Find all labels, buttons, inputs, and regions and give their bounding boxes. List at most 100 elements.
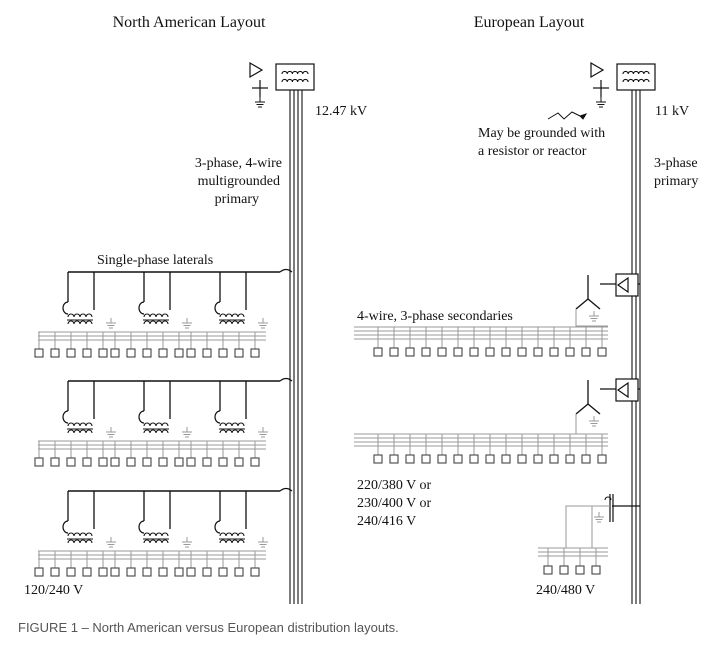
- na-fuse-loop: [214, 301, 221, 315]
- na-meter-box: [186, 348, 196, 358]
- na-meter-box: [126, 348, 136, 358]
- eu-meter-box: [533, 454, 543, 464]
- na-transformer-ground-icon: [182, 537, 192, 548]
- na-meter-box: [234, 457, 244, 467]
- na-meter-box: [126, 457, 136, 467]
- na-layout-drawing: [34, 61, 315, 604]
- na-transformer-primary-coil: [67, 422, 93, 427]
- eu-meter-box: [543, 565, 553, 575]
- na-meter-box: [98, 348, 108, 358]
- eu-annotation-arrowhead: [579, 113, 588, 120]
- eu-meter-box: [533, 347, 543, 357]
- eu-meter-box: [421, 347, 431, 357]
- na-meter-box: [250, 348, 260, 358]
- na-meter-box: [82, 348, 92, 358]
- na-meter-box: [110, 457, 120, 467]
- eu-meter-box: [565, 454, 575, 464]
- na-meter-box: [34, 348, 44, 358]
- na-meter-box: [218, 457, 228, 467]
- eu-source-triangle: [590, 61, 605, 79]
- eu-meter-box: [389, 347, 399, 357]
- na-transformer-ground-icon: [106, 318, 116, 329]
- eu-small-coil: [604, 496, 612, 501]
- na-transformer-secondary-coil: [67, 429, 93, 434]
- eu-meter-box: [591, 565, 601, 575]
- na-meter-box: [174, 348, 184, 358]
- na-transformer-primary-coil: [143, 422, 169, 427]
- transformer-coil-bottom: [622, 78, 650, 83]
- na-fuse-loop: [62, 520, 69, 534]
- na-transformer-secondary-coil: [219, 320, 245, 325]
- na-meter-box: [50, 567, 60, 577]
- eu-meter-box: [453, 454, 463, 464]
- na-transformer-primary-coil: [219, 313, 245, 318]
- na-meter-box: [218, 348, 228, 358]
- na-transformer-ground-icon: [182, 427, 192, 438]
- na-transformer-secondary-coil: [143, 429, 169, 434]
- na-meter-box: [126, 567, 136, 577]
- eu-secondaries-label: 4-wire, 3-phase secondaries: [357, 309, 513, 324]
- eu-small-secondary-feed: [565, 505, 610, 548]
- na-transformer-secondary-coil: [219, 539, 245, 544]
- na-transformer-ground-icon: [182, 318, 192, 329]
- eu-wye-ground-icon: [589, 311, 599, 322]
- eu-meter-box: [597, 454, 607, 464]
- transformer-coil-top: [281, 70, 309, 75]
- na-transformer-primary-coil: [219, 422, 245, 427]
- na-lateral-tap: [279, 268, 293, 273]
- eu-substation: [616, 63, 656, 91]
- na-title: North American Layout: [113, 14, 266, 31]
- na-meter-box: [66, 348, 76, 358]
- eu-delta-symbol: [616, 276, 629, 294]
- na-meter-box: [110, 567, 120, 577]
- eu-meter-box: [549, 347, 559, 357]
- na-transformer-ground-icon: [258, 537, 268, 548]
- eu-meter-box: [517, 347, 527, 357]
- na-lateral-tap: [279, 377, 293, 382]
- transformer-coil-bottom: [281, 78, 309, 83]
- na-meter-box: [174, 457, 184, 467]
- eu-meter-box: [405, 347, 415, 357]
- na-laterals-label: Single-phase laterals: [97, 253, 213, 268]
- eu-meter-box: [469, 454, 479, 464]
- na-transformer-primary-coil: [67, 313, 93, 318]
- na-transformer-ground-icon: [258, 318, 268, 329]
- transformer-box: [616, 63, 656, 91]
- eu-meter-box: [581, 347, 591, 357]
- na-meter-box: [202, 348, 212, 358]
- na-meter-box: [66, 567, 76, 577]
- eu-meter-box: [501, 454, 511, 464]
- na-meter-box: [234, 348, 244, 358]
- na-meter-box: [98, 567, 108, 577]
- eu-voltage-option-1: 220/380 V or: [357, 478, 431, 493]
- na-transformer-secondary-coil: [143, 539, 169, 544]
- na-fuse-loop: [214, 520, 221, 534]
- eu-voltage: 11 kV: [655, 104, 689, 119]
- distribution-diagram: North American Layout European Layout 12…: [24, 14, 698, 604]
- na-meter-box: [234, 567, 244, 577]
- eu-meter-box: [517, 454, 527, 464]
- na-primary-line-2: multigrounded: [198, 174, 280, 189]
- eu-meter-box: [453, 347, 463, 357]
- eu-small-ground-icon: [594, 512, 604, 523]
- na-meter-box: [82, 457, 92, 467]
- eu-ground-note-2: a resistor or reactor: [478, 144, 587, 159]
- na-meter-box: [202, 567, 212, 577]
- na-transformer-ground-icon: [106, 427, 116, 438]
- na-substation: [275, 63, 315, 91]
- transformer-box: [275, 63, 315, 91]
- eu-small-secondary-label: 240/480 V: [536, 583, 595, 598]
- eu-meter-box: [485, 347, 495, 357]
- eu-source-ground-icon: [596, 97, 606, 108]
- na-meter-box: [218, 567, 228, 577]
- eu-meter-box: [559, 565, 569, 575]
- na-fuse-loop: [62, 410, 69, 424]
- na-primary-line-3: primary: [215, 192, 259, 207]
- na-meter-box: [50, 457, 60, 467]
- eu-wye-ground-icon: [589, 416, 599, 427]
- na-fuse-loop: [138, 410, 145, 424]
- eu-wye-arm-left: [575, 298, 589, 310]
- na-fuse-loop: [214, 410, 221, 424]
- na-secondary-label: 120/240 V: [24, 583, 83, 598]
- na-transformer-secondary-coil: [67, 320, 93, 325]
